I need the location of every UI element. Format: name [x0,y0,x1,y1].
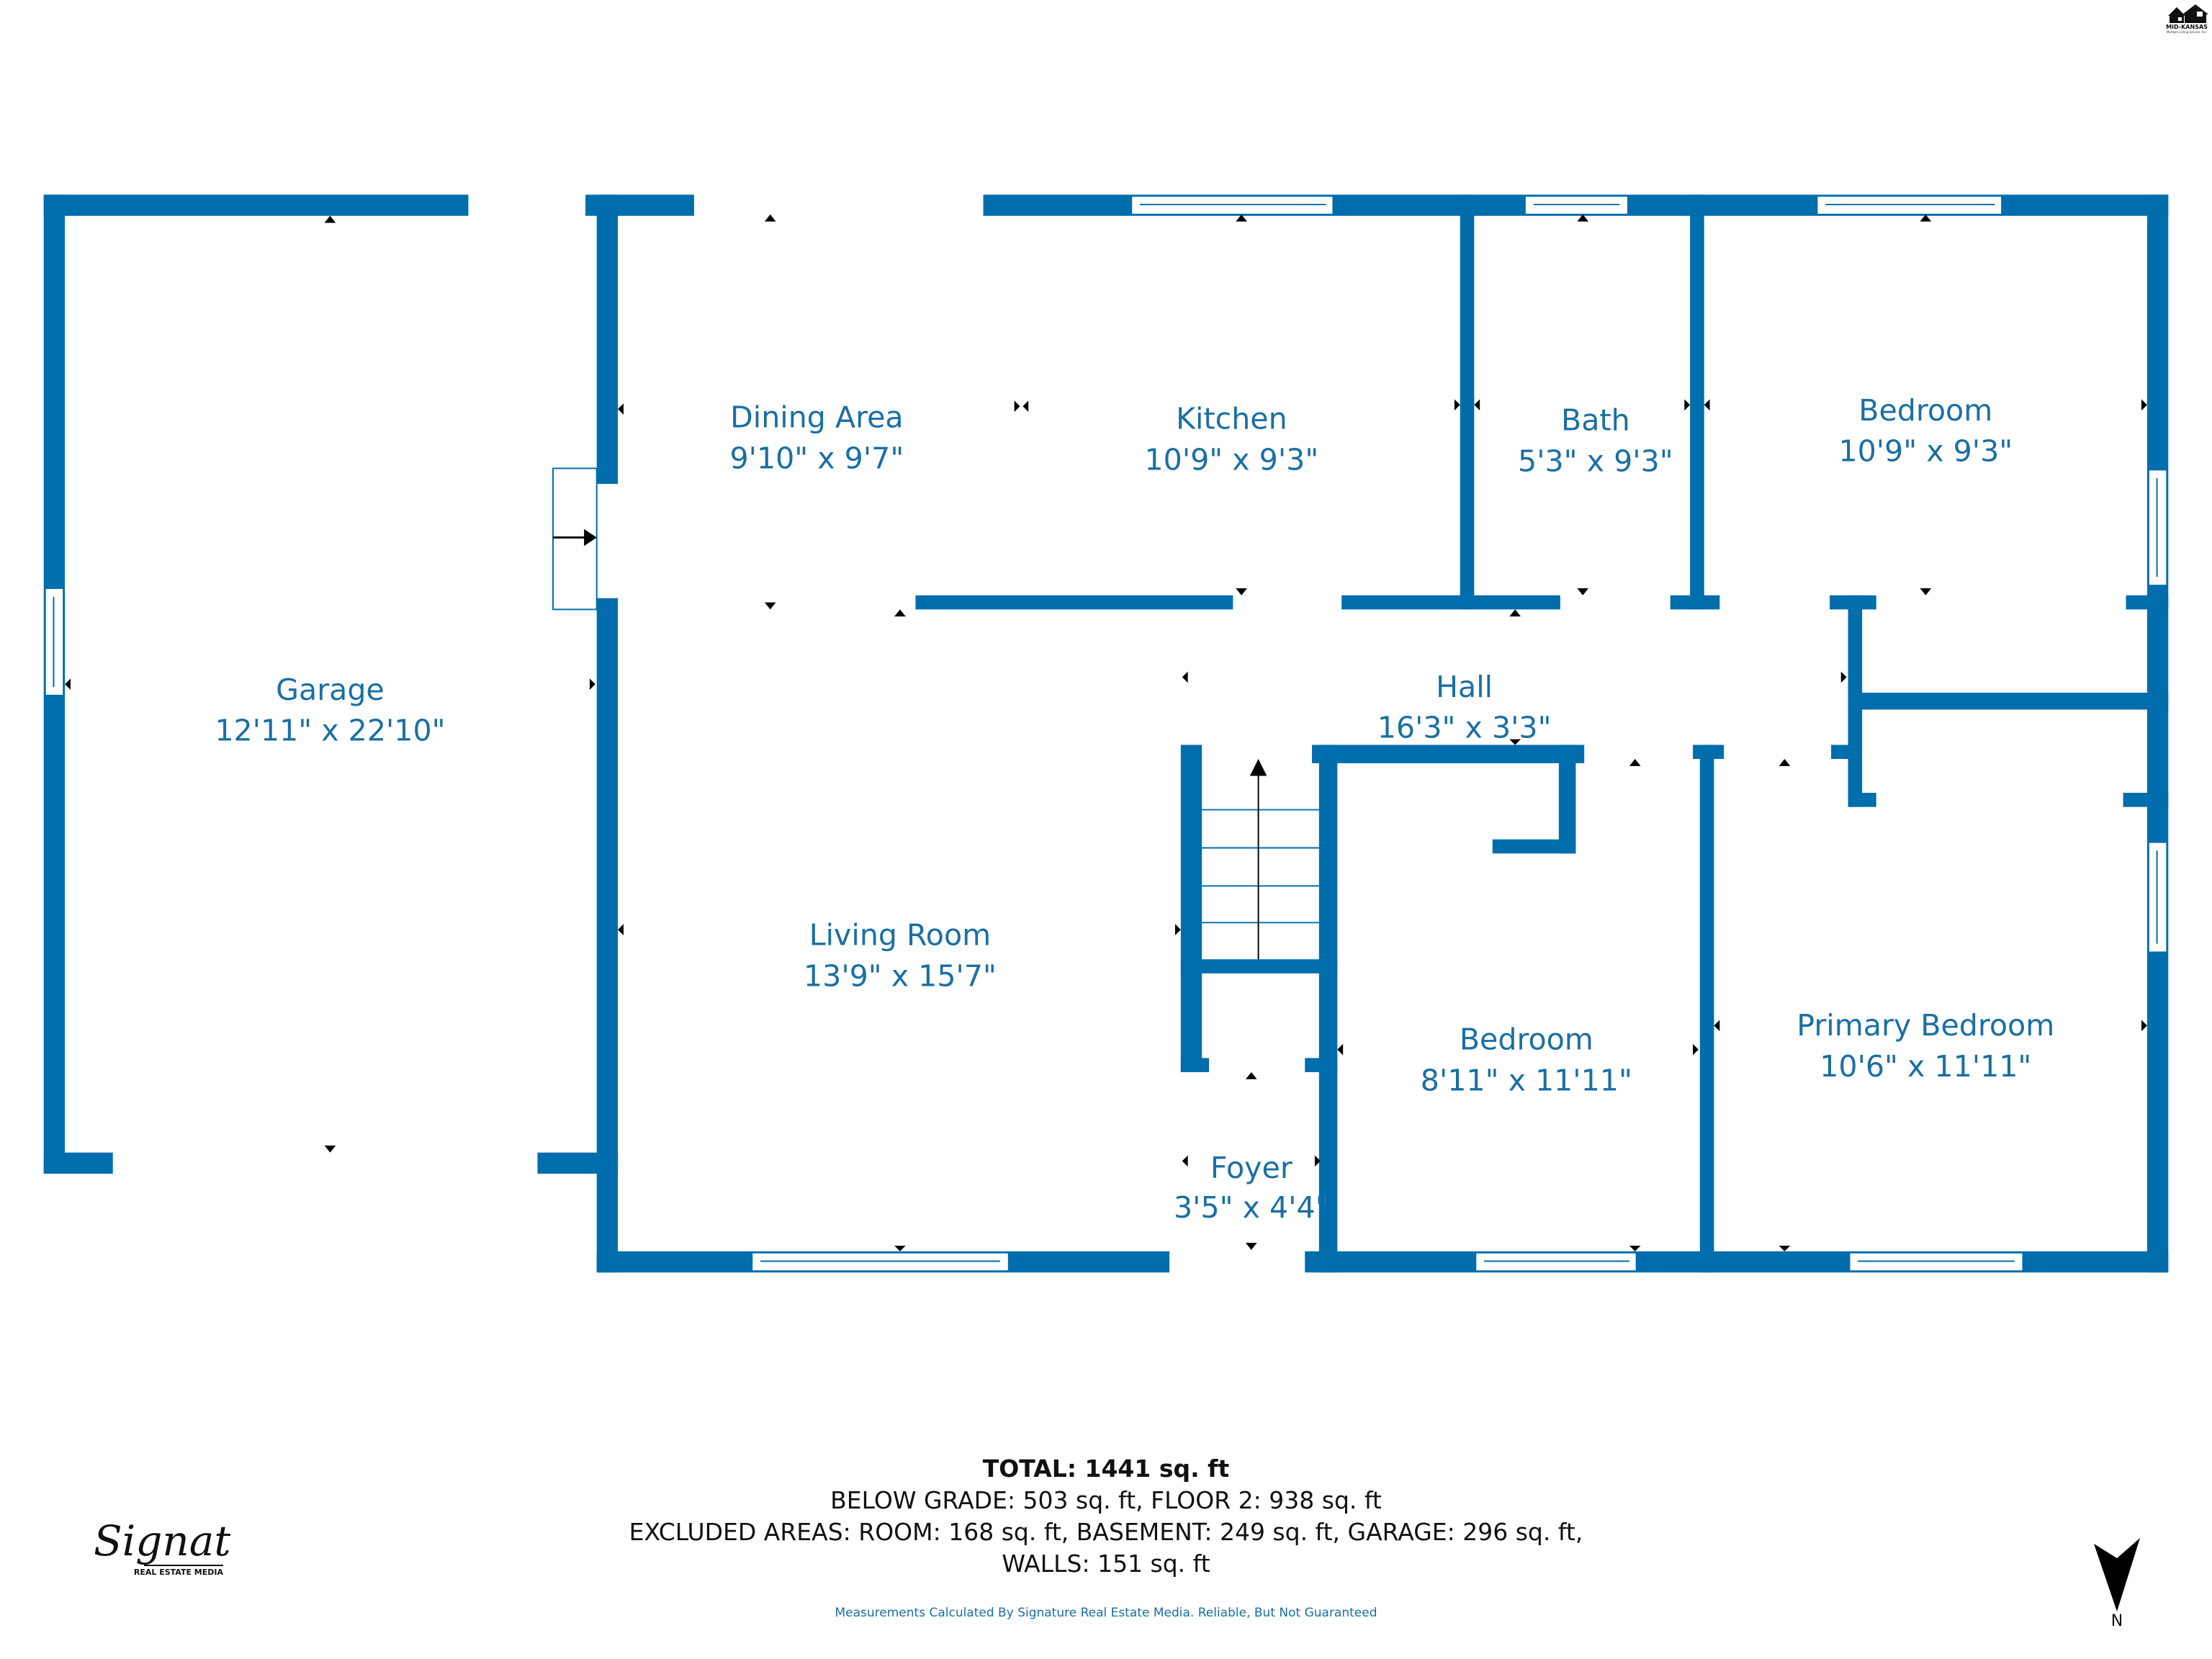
room-dims-hall: 16'3" x 3'3" [1377,711,1552,745]
wall-bath-bottom-stub [1670,595,1720,610]
compass: N [2094,1538,2140,1627]
room-name-bedroom1: Bedroom [1858,393,1992,428]
room-name-dining: Dining Area [730,400,903,435]
wall-primary-top-stub2 [1831,745,1860,760]
wall-closet-bottom [1492,839,1576,854]
signature-subtitle: REAL ESTATE MEDIA [134,1568,224,1577]
mls-title: MID-KANSAS [2166,24,2208,30]
wall-closet-divider [1848,692,2169,710]
room-dims-bedroom1: 10'9" x 9'3" [1838,434,2013,469]
signature-real-estate-media-logo: Signature REAL ESTATE MEDIA [94,1516,230,1577]
door-arrow-icon [584,529,597,547]
room-dims-bath: 5'3" x 9'3" [1518,444,1673,478]
wall-closet2-bottom-right [1305,1058,1338,1072]
dimension-markers [65,214,2147,1251]
wall-kitchen-bath-bottom [1341,595,1560,610]
wall-bottom-right [1305,1251,2169,1273]
stair-up-arrow-icon [1249,759,1267,776]
wall-dining-left-upper [596,194,619,484]
wall-kitchen-bath [1460,194,1475,610]
house-logo-icon [2168,4,2208,23]
wall-hall-bottom-closet [1312,745,1585,763]
wall-stair-bottom [1180,959,1338,974]
room-name-living: Living Room [809,918,991,953]
wall-bath-bedroom [1690,194,1704,610]
area-breakdown-line1: BELOW GRADE: 503 sq. ft, FLOOR 2: 938 sq… [830,1486,1382,1514]
garage-door [552,467,598,611]
area-breakdown-line2: EXCLUDED AREAS: ROOM: 168 sq. ft, BASEME… [629,1518,1583,1546]
room-dims-foyer: 3'5" x 4'4" [1174,1190,1329,1225]
wall-garage-bottom-left [43,1152,113,1174]
measurement-disclaimer: Measurements Calculated By Signature Rea… [835,1606,1377,1620]
wall-right [2146,194,2169,1273]
wall-closet-bottom-stub-left [1848,793,1876,807]
signature-script-text: Signature [94,1516,230,1565]
north-arrow-icon [2094,1538,2140,1611]
wall-bedroom-primary [1699,745,1714,1273]
wall-garage-top [43,194,469,216]
room-name-hall: Hall [1436,670,1493,704]
room-dims-living: 13'9" x 15'7" [804,958,997,993]
wall-stair-left [1180,745,1202,1072]
staircase [1202,759,1319,960]
total-area: TOTAL: 1441 sq. ft [982,1455,1230,1483]
area-breakdown-line3: WALLS: 151 sq. ft [1002,1550,1210,1578]
wall-closet-bottom-stub-right [2123,793,2169,807]
room-name-kitchen: Kitchen [1176,402,1287,436]
room-name-bath: Bath [1561,403,1630,438]
room-dims-garage: 12'11" x 22'10" [215,714,445,748]
compass-label: N [2111,1612,2123,1627]
room-dims-kitchen: 10'9" x 9'3" [1144,442,1318,477]
wall-living-left [596,598,619,1273]
room-name-primary: Primary Bedroom [1797,1008,2054,1043]
wall-closet2-bottom-left [1180,1058,1210,1072]
room-name-garage: Garage [276,673,385,707]
wall-kitchen-bottom [915,595,1233,610]
room-dims-dining: 9'10" x 9'7" [729,441,904,475]
room-labels: Garage 12'11" x 22'10" Dining Area 9'10"… [215,393,2054,1225]
room-name-bedroom2: Bedroom [1460,1022,1593,1057]
room-dims-bedroom2: 8'11" x 11'11" [1421,1063,1632,1097]
mid-kansas-mls-logo: MID-KANSAS Multiple Listing Service, Inc… [2166,4,2208,34]
wall-closet-right [1558,745,1576,854]
room-name-foyer: Foyer [1210,1151,1292,1185]
mls-subtitle: Multiple Listing Service, Inc. [2167,30,2207,34]
wall-bedroom2-left [1318,745,1338,1273]
room-dims-primary: 10'6" x 11'11" [1820,1049,2031,1084]
wall-bedroom-bottom-stub [2126,595,2169,610]
